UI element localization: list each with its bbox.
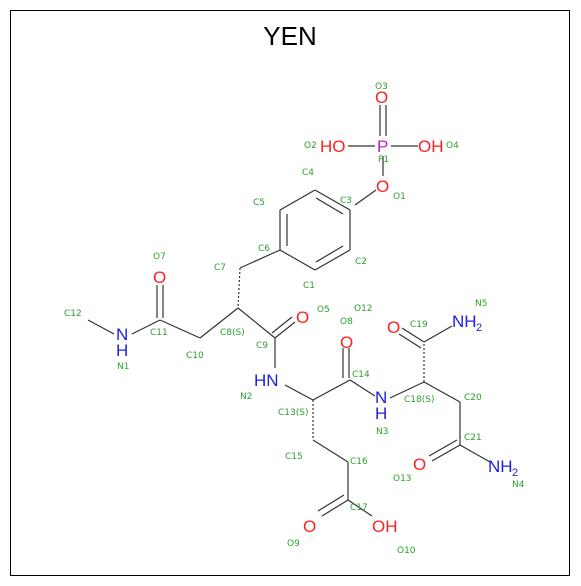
label-p1: P1 [378, 155, 389, 165]
bond-c17-o10 [347, 499, 373, 517]
bond-c4-c3 [314, 189, 351, 211]
label-o9: O9 [287, 539, 300, 549]
atom-n1-h: H [116, 341, 128, 360]
bond-c17-o9-double [317, 494, 345, 512]
label-c6: C6 [258, 244, 270, 254]
label-o12: O12 [354, 304, 373, 314]
bond-c15-c16 [312, 439, 349, 463]
label-c12: C12 [64, 309, 82, 319]
label-o5: O5 [317, 305, 330, 315]
atom-n2-hn: HN [254, 371, 279, 390]
bond-c9-o5-double [271, 316, 293, 334]
label-c14: C14 [352, 370, 370, 380]
atom-p1: P [377, 137, 388, 156]
bond-c14-n3 [349, 379, 376, 397]
label-c3: C3 [340, 196, 352, 206]
bond-c21-o13-double [428, 439, 458, 457]
bond-c19-o12-double [398, 333, 422, 349]
label-c9: C9 [256, 341, 268, 351]
atom-n1: N [116, 325, 128, 344]
atom-n5-subscript: 2 [476, 322, 482, 334]
label-c15: C15 [285, 452, 303, 462]
label-c2: C2 [355, 257, 367, 267]
diagram-title: YEN [263, 21, 317, 51]
bond-c19-n5 [423, 325, 453, 343]
label-c16: C16 [350, 457, 368, 467]
bonds [87, 105, 491, 517]
label-n5: N5 [475, 299, 487, 309]
bond-n2-c13 [284, 384, 314, 401]
label-c11: C11 [150, 328, 168, 338]
label-c10: C10 [186, 351, 204, 361]
bond-c17-o9 [321, 499, 349, 517]
label-c21: C21 [464, 433, 482, 443]
diagram-frame: YEN [10, 10, 570, 576]
ring-inner-1 [315, 197, 344, 215]
atom-n5-nh: NH [452, 312, 477, 331]
bond-c8-c10 [199, 307, 239, 339]
atom-n4-nh: NH [488, 457, 513, 476]
bond-o1-c3 [354, 189, 377, 206]
label-c4: C4 [302, 168, 314, 178]
label-n1: N1 [117, 362, 129, 372]
atom-o5: O [296, 308, 309, 327]
bond-c10-c11 [159, 319, 201, 339]
atoms: O P HO OH O O O O O N H HN N H NH 2 NH 2… [116, 88, 518, 536]
label-o2: O2 [304, 141, 317, 151]
atom-o7: O [153, 268, 166, 287]
label-n4: N4 [512, 480, 525, 490]
label-o10: O10 [397, 546, 416, 556]
label-o1: O1 [393, 192, 406, 202]
atom-o8: O [340, 333, 353, 352]
label-c18s: C18(S) [404, 395, 434, 405]
bond-c8-c9 [237, 307, 276, 339]
bond-c21-n4 [459, 444, 491, 463]
label-c20: C20 [464, 393, 482, 403]
label-c13s: C13(S) [278, 408, 308, 418]
bond-c18-c20 [423, 381, 461, 403]
bond-c21-o13 [431, 444, 461, 462]
atom-n4-subscript: 2 [512, 467, 518, 479]
ring-inner-2 [315, 245, 344, 263]
atom-o10-oh: OH [372, 517, 398, 536]
atom-o4-oh: OH [418, 137, 444, 156]
label-c8s: C8(S) [220, 328, 245, 338]
atom-o12: O [387, 318, 400, 337]
label-c19: C19 [410, 320, 428, 330]
label-o13: O13 [393, 474, 412, 484]
atom-o9: O [303, 517, 316, 536]
bond-c2-c1 [314, 249, 351, 271]
label-n3: N3 [376, 427, 388, 437]
label-c1: C1 [303, 281, 315, 291]
atom-o1: O [376, 177, 389, 196]
atom-o3: O [375, 88, 388, 107]
atom-n3-h: H [375, 404, 387, 423]
bond-n1-c12 [87, 319, 115, 335]
bond-c19-o12 [401, 327, 425, 343]
label-c17: C17 [350, 503, 368, 513]
bond-c9-o5 [274, 321, 296, 339]
label-o8: O8 [340, 317, 353, 327]
atom-n3: N [375, 388, 387, 407]
bond-c1-c6 [279, 249, 316, 271]
atom-labels: O3 O2 P1 O4 O1 C4 C5 C3 C6 C2 C1 C7 O7 O… [64, 82, 525, 556]
label-n2: N2 [240, 392, 252, 402]
bond-c11-n1 [131, 319, 161, 335]
atom-o13: O [413, 455, 426, 474]
bond-c13-c14 [312, 379, 351, 401]
label-o7: O7 [153, 252, 166, 262]
bond-c5-c4 [279, 189, 316, 211]
bond-n3-c18 [389, 381, 425, 399]
bond-c6-c7 [239, 249, 281, 269]
label-o3: O3 [375, 82, 388, 92]
atom-o2-ho: HO [320, 137, 346, 156]
label-c7: C7 [214, 263, 226, 273]
label-c5: C5 [253, 198, 265, 208]
bond-c7-c8 [237, 267, 241, 309]
label-o4: O4 [446, 141, 459, 151]
